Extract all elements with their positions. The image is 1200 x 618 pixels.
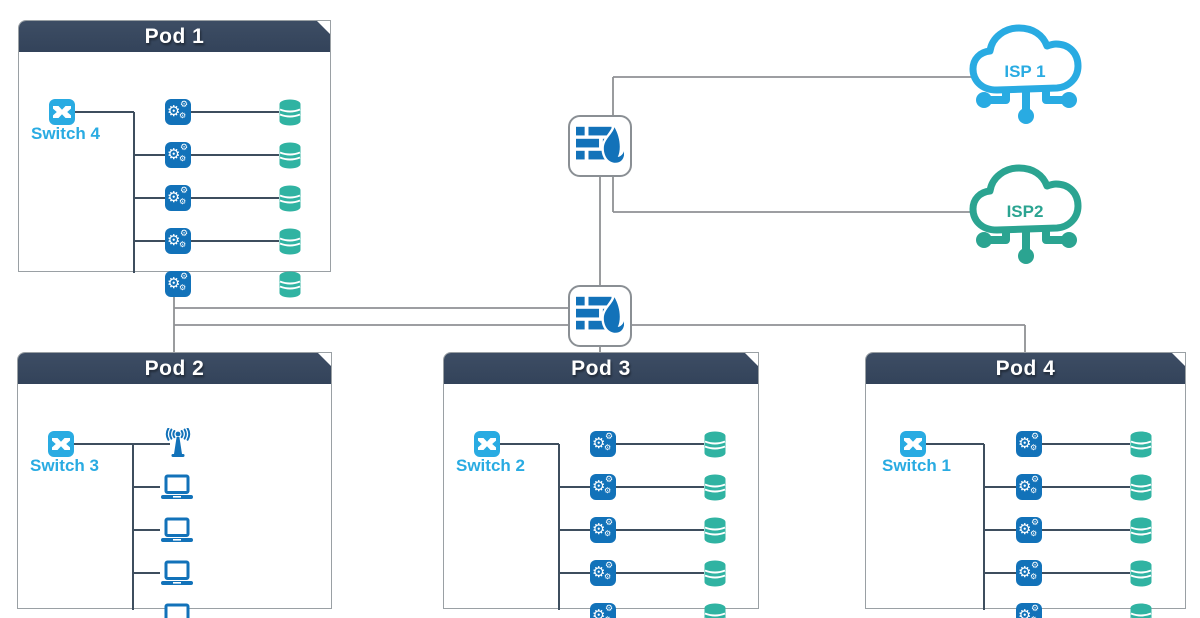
firewall-icon-top [568, 115, 632, 177]
database-cylinder-icon [1130, 560, 1152, 587]
pod-4-switch-label: Switch 1 [882, 456, 951, 475]
database-cylinder-icon [704, 517, 726, 544]
pod-2-panel: Pod 2 Switch 3 [17, 352, 332, 609]
gears-icon app-server-icon: ⚙⚙⚙ [1016, 474, 1042, 500]
database-cylinder-icon [704, 431, 726, 458]
pod-2-switch-label: Switch 3 [30, 456, 99, 475]
isp-1-cloud: ISP 1 [965, 14, 1090, 132]
database-cylinder-icon [704, 603, 726, 618]
gears-icon app-server-icon: ⚙⚙⚙ [1016, 560, 1042, 586]
pod-3-header: Pod 3 [444, 353, 758, 384]
database-cylinder-icon [279, 228, 301, 255]
pod-4-inner-lines [926, 443, 1130, 610]
database-cylinder-icon [1130, 431, 1152, 458]
gears-icon app-server-icon: ⚙⚙⚙ [165, 142, 191, 168]
gears-icon app-server-icon: ⚙⚙⚙ [165, 99, 191, 125]
pod-4-panel: Pod 4 Switch 1 ⚙⚙⚙ ⚙⚙⚙ ⚙⚙⚙ ⚙⚙⚙ ⚙⚙⚙ [865, 352, 1186, 618]
database-cylinder-icon [704, 474, 726, 501]
gears-icon app-server-icon: ⚙⚙⚙ [590, 431, 616, 457]
wireless-ap-icon [162, 428, 194, 460]
x-switch-icon [49, 99, 75, 125]
pod-2-inner-lines [74, 443, 170, 610]
database-cylinder-icon [1130, 517, 1152, 544]
x-switch-icon [48, 431, 74, 457]
database-cylinder-icon [279, 271, 301, 298]
pod-2-title: Pod 2 [144, 357, 205, 380]
isp-2-label: ISP2 [1006, 202, 1044, 221]
database-cylinder-icon [1130, 603, 1152, 618]
database-cylinder-icon [279, 99, 301, 126]
database-cylinder-icon [279, 142, 301, 169]
pod-3-inner-lines [500, 443, 704, 610]
pod-4-header: Pod 4 [866, 353, 1185, 384]
pod-1-title: Pod 1 [144, 25, 205, 48]
firewall-icon-core [568, 285, 632, 347]
isp-1-label: ISP 1 [1004, 62, 1046, 81]
x-switch-icon [474, 431, 500, 457]
database-cylinder-icon [704, 560, 726, 587]
gears-icon app-server-icon: ⚙⚙⚙ [165, 185, 191, 211]
pod-4-title: Pod 4 [995, 357, 1056, 380]
laptop-icon [160, 517, 194, 544]
gears-icon app-server-icon: ⚙⚙⚙ [165, 271, 191, 297]
brick-wall-flame-icon [576, 126, 624, 166]
pod-1-header: Pod 1 [19, 21, 330, 52]
pod-1-inner-lines [75, 111, 279, 273]
gears-icon app-server-icon: ⚙⚙⚙ [1016, 517, 1042, 543]
laptop-icon [160, 560, 194, 587]
pod-1-panel: Pod 1 Switch 4 ⚙⚙⚙ ⚙⚙⚙ ⚙⚙⚙ ⚙⚙⚙ ⚙⚙⚙ [18, 20, 331, 272]
laptop-icon [160, 474, 194, 501]
gears-icon app-server-icon: ⚙⚙⚙ [590, 560, 616, 586]
gears-icon app-server-icon: ⚙⚙⚙ [1016, 603, 1042, 618]
gears-icon app-server-icon: ⚙⚙⚙ [590, 603, 616, 618]
pod-3-switch-label: Switch 2 [456, 456, 525, 475]
pod-3-title: Pod 3 [571, 357, 631, 380]
database-cylinder-icon [279, 185, 301, 212]
gears-icon app-server-icon: ⚙⚙⚙ [1016, 431, 1042, 457]
pod-2-header: Pod 2 [18, 353, 331, 384]
x-switch-icon [900, 431, 926, 457]
brick-wall-flame-icon [576, 296, 624, 336]
gears-icon app-server-icon: ⚙⚙⚙ [590, 517, 616, 543]
gears-icon app-server-icon: ⚙⚙⚙ [165, 228, 191, 254]
gears-icon app-server-icon: ⚙⚙⚙ [590, 474, 616, 500]
isp-2-cloud: ISP2 [965, 154, 1090, 272]
laptop-icon [160, 603, 194, 618]
pod-1-switch-label: Switch 4 [31, 124, 100, 143]
database-cylinder-icon [1130, 474, 1152, 501]
pod-3-panel: Pod 3 Switch 2 ⚙⚙⚙ ⚙⚙⚙ ⚙⚙⚙ ⚙⚙⚙ ⚙⚙⚙ [443, 352, 759, 618]
